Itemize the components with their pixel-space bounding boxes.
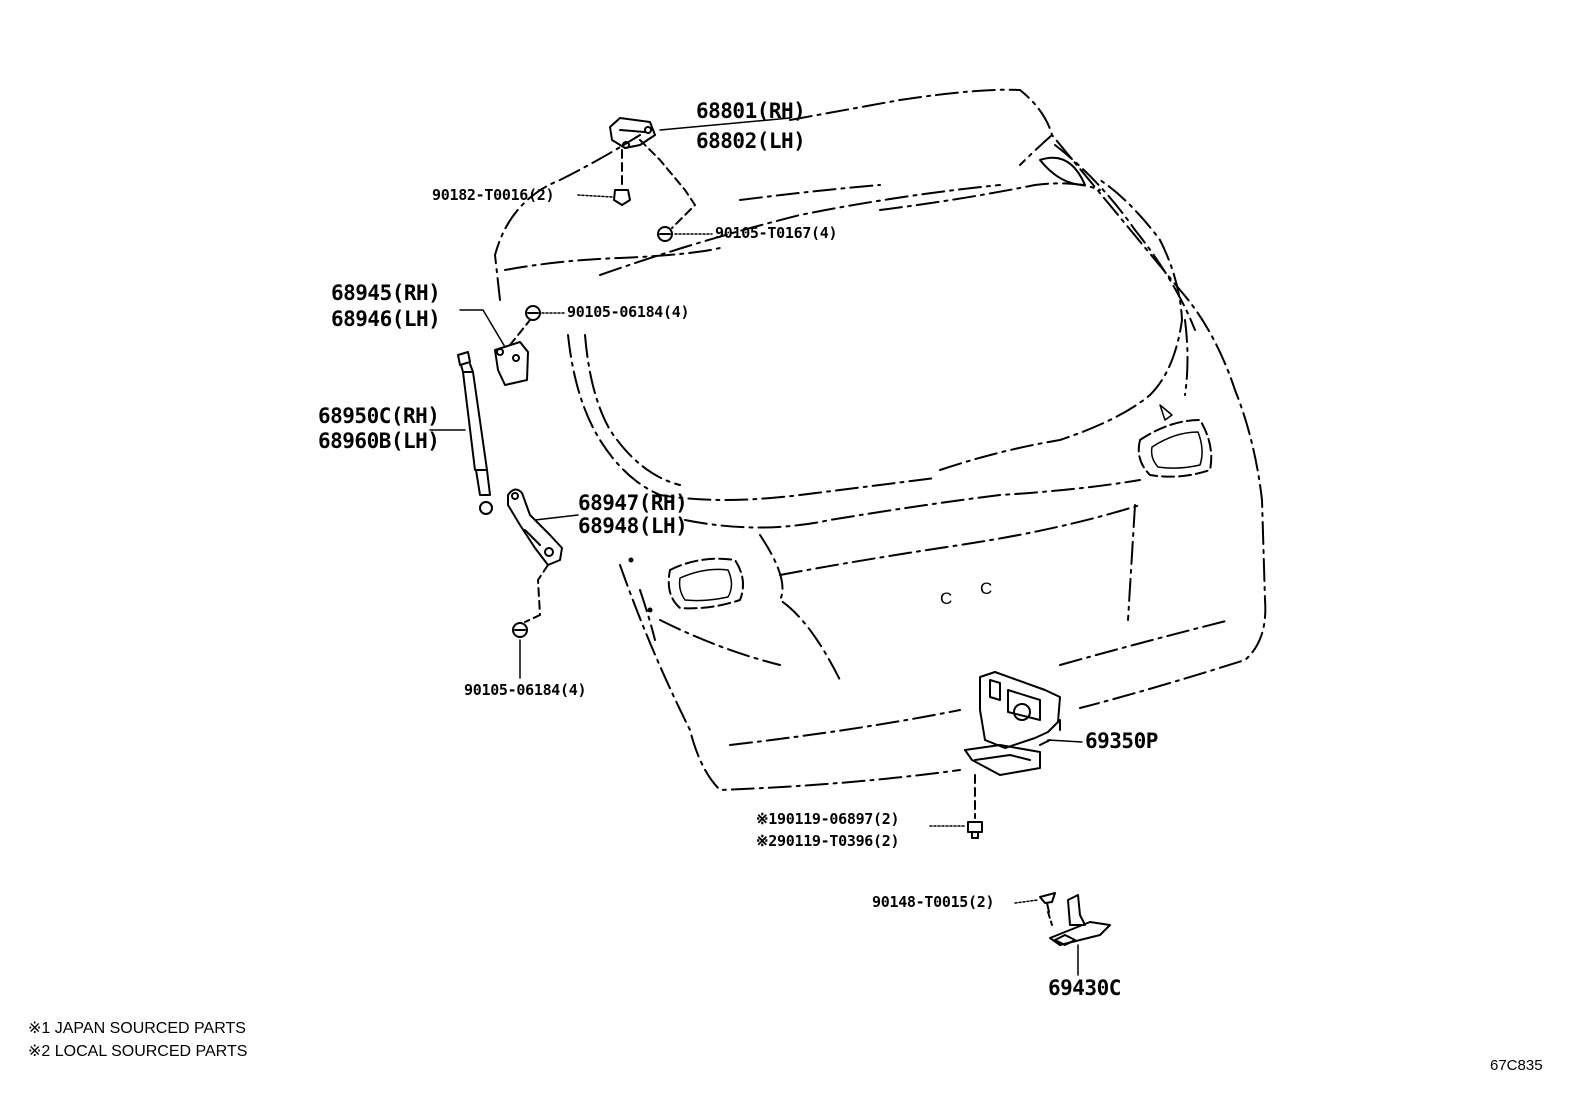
label-lower-bracket-lh: 68948(LH) <box>578 514 688 538</box>
striker-screw-label-leader <box>1014 899 1039 904</box>
lower-bracket-label-leader <box>534 514 579 521</box>
lock-label-leader <box>1047 739 1083 743</box>
lamp-recess-left <box>667 557 745 610</box>
label-hinge-nut: 90182-T0016(2) <box>432 186 555 204</box>
rear-window-outline <box>567 156 1189 501</box>
striker-screw <box>1039 892 1056 913</box>
lower-bracket-bolt-leader <box>524 564 549 623</box>
upper-bracket-part <box>494 341 529 386</box>
door-mark-1: C <box>940 589 953 608</box>
label-lower-bracket-bolt: 90105-06184(4) <box>464 681 587 699</box>
label-lower-bracket-rh: 68947(RH) <box>578 491 688 515</box>
label-upper-bracket-lh: 68946(LH) <box>331 307 441 331</box>
lower-bracket-bolt <box>512 622 528 638</box>
label-damper-rh: 68950C(RH) <box>318 404 440 428</box>
lower-bracket-part <box>507 488 563 566</box>
diagram-code: 67C835 <box>1490 1057 1543 1074</box>
label-lock-bolt-2: ※290119-T0396(2) <box>756 832 900 850</box>
striker-screw-leader <box>1047 911 1053 926</box>
back-door-lock-part <box>964 671 1061 776</box>
label-upper-bracket-bolt: 90105-06184(4) <box>567 303 690 321</box>
label-hinge-lh: 68802(LH) <box>696 129 806 153</box>
lamp-recess-right <box>1137 404 1213 478</box>
damper-stay-part <box>457 351 493 515</box>
hinge-nut <box>613 189 631 206</box>
note-japan-sourced: ※1 JAPAN SOURCED PARTS <box>28 1020 246 1037</box>
note-local-sourced: ※2 LOCAL SOURCED PARTS <box>28 1043 248 1060</box>
panel-dot <box>647 607 653 613</box>
label-striker-screw: 90148-T0015(2) <box>872 893 995 911</box>
nut-label-leader <box>577 194 613 198</box>
upper-bracket-bolt <box>525 305 541 321</box>
label-damper-lh: 68960B(LH) <box>318 429 440 453</box>
label-lock: 69350P <box>1085 729 1158 753</box>
lower-panel-lines <box>639 479 1231 746</box>
upper-bracket-bolt-leader <box>509 319 531 346</box>
back-door-outline <box>494 88 1267 791</box>
door-mark-2: C <box>980 579 993 598</box>
label-hinge-rh: 68801(RH) <box>696 99 806 123</box>
hinge-label-leader <box>659 117 791 131</box>
hinge-part <box>609 117 656 149</box>
hinge-bolt <box>657 226 673 242</box>
lock-bolt <box>967 821 983 839</box>
upper-bracket-label-leader <box>459 309 506 348</box>
striker-part <box>1049 894 1111 946</box>
label-lock-bolt-1: ※190119-06897(2) <box>756 810 900 828</box>
hinge-bolt-leader <box>639 139 696 229</box>
panel-dot <box>628 557 634 563</box>
label-upper-bracket-rh: 68945(RH) <box>331 281 441 305</box>
label-striker: 69430C <box>1048 976 1121 1000</box>
spoiler-lines <box>504 134 1196 331</box>
label-hinge-bolt: 90105-T0167(4) <box>715 224 838 242</box>
